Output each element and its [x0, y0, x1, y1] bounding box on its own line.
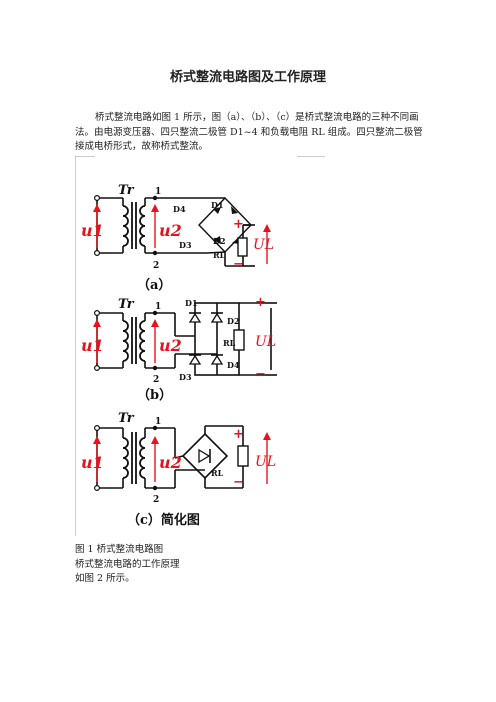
label-u1-c: u1 — [81, 453, 104, 472]
plus-a: + — [233, 217, 244, 232]
caption-block: 图 1 桥式整流电路图 桥式整流电路的工作原理 如图 2 所示。 — [75, 543, 180, 587]
page-title: 桥式整流电路图及工作原理 — [169, 70, 326, 85]
node-2-a: 2 — [153, 261, 159, 271]
caption-line-3: 如图 2 所示。 — [75, 573, 135, 584]
label-d1-b: D1 — [185, 298, 198, 308]
label-d4-b: D4 — [227, 360, 240, 370]
panel-b: Tr u1 u2 1 2 D1 D2 D3 D4 RL + − UL （b） — [81, 295, 277, 403]
panel-a-label: （a） — [137, 277, 171, 293]
minus-a: − — [233, 257, 244, 272]
plus-c: + — [233, 427, 244, 442]
label-d3-b: D3 — [179, 372, 192, 382]
panel-c-label: （c）简化图 — [127, 512, 200, 528]
plus-b: + — [255, 295, 266, 310]
label-tr-b: Tr — [118, 297, 135, 312]
label-ul-b: UL — [255, 334, 276, 350]
label-u2-a: u2 — [159, 221, 182, 240]
circuit-figure: Tr u1 u2 1 2 D4 D1 D3 D2 RL + − UL （a） — [75, 156, 325, 536]
panel-a: Tr u1 u2 1 2 D4 D1 D3 D2 RL + − UL （a） — [81, 183, 274, 293]
label-u1-a: u1 — [81, 221, 104, 240]
label-d1-a: D1 — [211, 200, 224, 210]
figure-1: Tr u1 u2 1 2 D4 D1 D3 D2 RL + − UL （a） — [75, 156, 325, 536]
node-1-c: 1 — [155, 417, 161, 427]
node-1-b: 1 — [155, 302, 161, 312]
label-u1-b: u1 — [81, 336, 104, 355]
panel-b-label: （b） — [137, 387, 172, 403]
panel-c: Tr u1 u2 1 2 RL + − UL （c）简化图 — [81, 411, 276, 528]
label-d4-a: D4 — [173, 204, 186, 214]
label-tr-c: Tr — [118, 411, 135, 426]
node-2-b: 2 — [153, 375, 159, 385]
figure-caption: 图 1 桥式整流电路图 — [75, 544, 164, 555]
label-ul-c: UL — [255, 454, 276, 470]
label-d2-a: D2 — [213, 236, 226, 246]
label-tr-a: Tr — [118, 183, 135, 198]
minus-c: − — [233, 475, 244, 490]
label-u2-c: u2 — [159, 453, 182, 472]
label-rl-c: RL — [211, 468, 224, 478]
label-rl-b: RL — [223, 338, 236, 348]
label-d2-b: D2 — [227, 316, 240, 326]
label-rl-a: RL — [213, 250, 226, 260]
label-ul-a: UL — [253, 237, 274, 253]
label-u2-b: u2 — [159, 336, 182, 355]
node-1-a: 1 — [155, 187, 161, 197]
minus-b: − — [255, 367, 266, 382]
node-2-c: 2 — [153, 495, 159, 505]
caption-line-2: 桥式整流电路的工作原理 — [75, 558, 180, 570]
label-d3-a: D3 — [179, 240, 192, 250]
intro-paragraph: 桥式整流电路如图 1 所示，图（a）、（b）、（c）是桥式整流电路的三种不同画法… — [75, 112, 423, 152]
